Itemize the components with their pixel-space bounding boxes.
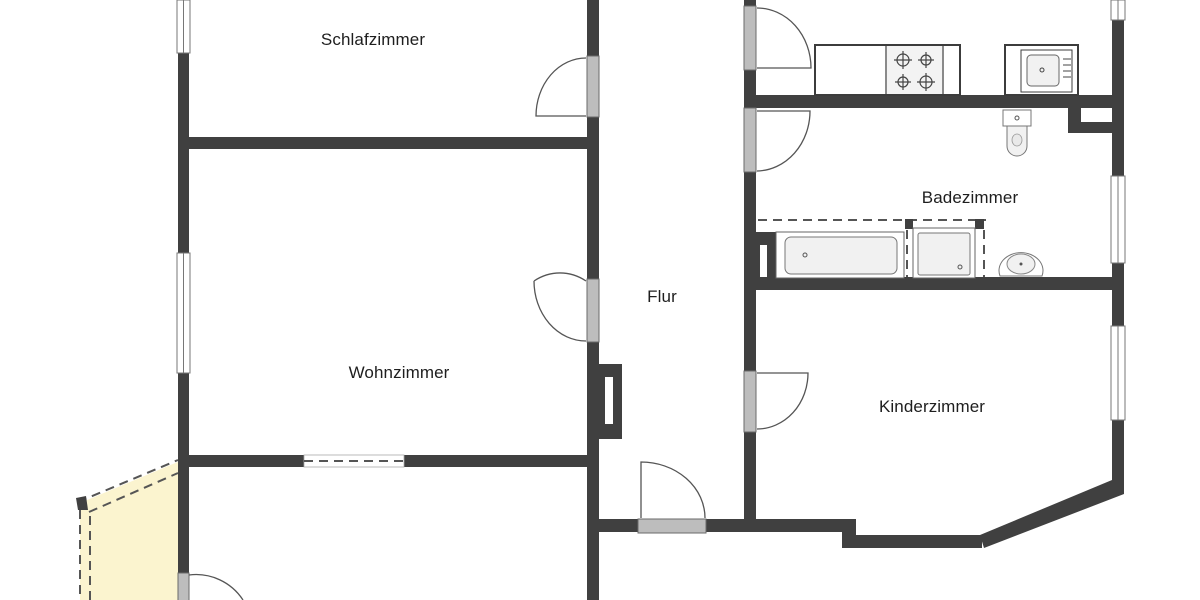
counter-with-stove xyxy=(814,44,961,96)
room-label-badezimmer: Badezimmer xyxy=(921,188,1019,207)
bath-dashed-outline xyxy=(758,219,986,277)
door-wohnzimmer[interactable] xyxy=(533,272,600,343)
sink-unit xyxy=(1004,44,1079,96)
door-flur-entrance[interactable] xyxy=(637,461,707,534)
door-badezimmer[interactable] xyxy=(743,107,811,173)
window-kitchen xyxy=(1110,0,1126,21)
opening-wohnzimmer xyxy=(303,454,405,468)
shower-icon xyxy=(912,227,976,279)
room-label-wohnzimmer: Wohnzimmer xyxy=(348,363,450,382)
door-kitchen[interactable] xyxy=(743,5,812,71)
walls xyxy=(178,0,1124,600)
door-schlafzimmer[interactable] xyxy=(535,55,600,118)
bathtub-icon xyxy=(775,231,905,279)
doors xyxy=(177,5,812,600)
room-label-schlafzimmer: Schlafzimmer xyxy=(320,30,426,49)
window-wohnzimmer xyxy=(176,252,191,374)
window-kinderzimmer xyxy=(1110,325,1126,421)
bathroom-fixtures xyxy=(758,109,1044,279)
kitchen-fixtures xyxy=(814,44,1079,96)
room-label-flur: Flur xyxy=(647,287,677,306)
window-schlafzimmer xyxy=(176,0,191,54)
door-kinderzimmer[interactable] xyxy=(743,370,809,433)
room-label-kinderzimmer: Kinderzimmer xyxy=(878,397,986,416)
stove-cooktop-icon xyxy=(894,51,935,91)
door-lower-room[interactable] xyxy=(177,572,244,600)
sink-icon xyxy=(1026,54,1071,87)
washbasin-icon xyxy=(998,252,1044,277)
balcony xyxy=(76,459,180,600)
window-badezimmer xyxy=(1110,175,1126,264)
toilet-icon xyxy=(1002,109,1032,157)
windows xyxy=(176,0,1126,468)
